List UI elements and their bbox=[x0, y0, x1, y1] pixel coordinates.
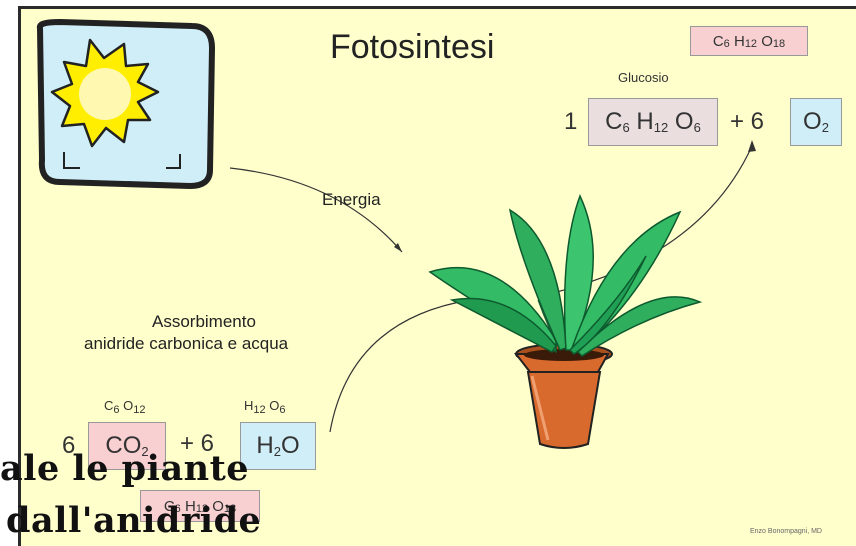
product-plus: + 6 bbox=[730, 108, 765, 135]
reactant-plus: + 6 bbox=[180, 430, 215, 457]
page-title: Fotosintesi bbox=[330, 28, 495, 66]
product-coefficient: 1 bbox=[564, 108, 578, 135]
absorption-label-line1: Assorbimento bbox=[152, 312, 256, 331]
h2o-note: H12 O6 bbox=[244, 398, 286, 416]
sun-icon bbox=[36, 19, 215, 189]
reactant-coefficient: 6 bbox=[62, 432, 76, 459]
overlay-text-line1: ale le piante bbox=[0, 448, 250, 489]
co2-note: C6 O12 bbox=[104, 398, 146, 416]
energy-label: Energia bbox=[322, 190, 381, 209]
absorption-label-line2: anidride carbonica e acqua bbox=[84, 334, 289, 353]
credit: Enzo Bonompagni, MD bbox=[750, 528, 822, 535]
plant-icon bbox=[428, 194, 703, 449]
overlay-text-line2: dall'anidride bbox=[6, 500, 262, 541]
glucose-label: Glucosio bbox=[618, 70, 669, 85]
